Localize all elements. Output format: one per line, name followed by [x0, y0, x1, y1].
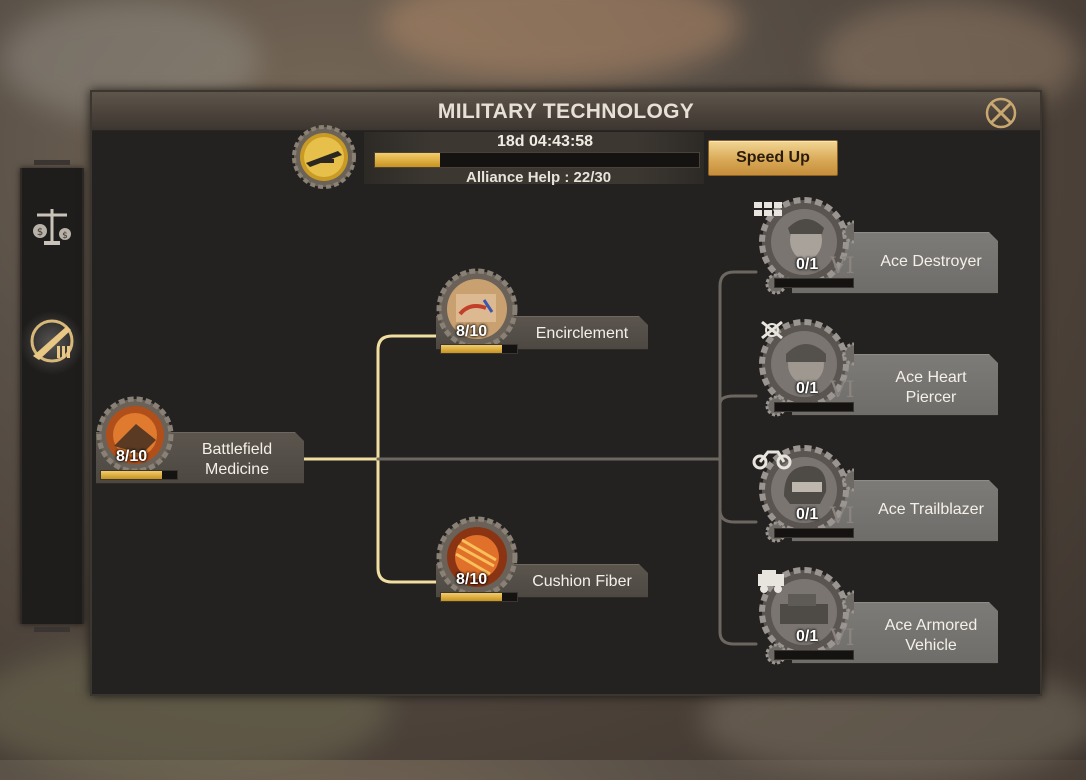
title-bar: MILITARY TECHNOLOGY [92, 92, 1040, 131]
node-progress-bar [440, 592, 518, 602]
sidebar-item-economy[interactable]: $ $ [22, 194, 82, 264]
connector-ace-destroyer [718, 270, 758, 461]
tier-label: VI [830, 626, 855, 651]
node-progress-bar [774, 528, 854, 538]
cushion-fiber-icon [436, 516, 518, 598]
svg-text:$: $ [37, 227, 43, 238]
sidebar-item-military[interactable] [22, 308, 82, 378]
motorcycle-icon [752, 446, 792, 475]
connector-ace-trailblazer [718, 457, 758, 524]
node-count: 8/10 [456, 323, 488, 340]
node-name: Encirclement [535, 325, 629, 342]
node-progress-bar [774, 278, 854, 288]
node-progress-bar [774, 402, 854, 412]
crossed-arrows-icon [758, 318, 786, 347]
node-count: 0/1 [796, 380, 819, 397]
tier-label: VI [830, 254, 855, 279]
node-count: 8/10 [456, 571, 488, 588]
node-name: Cushion Fiber [532, 573, 632, 590]
alliance-help-text: Alliance Help : 22/30 [466, 169, 612, 186]
connector-encirclement [376, 334, 440, 461]
ace-heart-piercer-icon [759, 319, 854, 417]
svg-text:$: $ [62, 231, 68, 241]
rifle-icon [27, 316, 77, 371]
scales-icon: $ $ [29, 205, 75, 254]
ace-destroyer-icon [759, 197, 854, 295]
node-progress-bar [100, 470, 178, 480]
close-button[interactable] [984, 96, 1018, 130]
connector-cushion-fiber [376, 457, 440, 584]
military-technology-panel: MILITARY TECHNOLOGY 18d 04:43:58 Allianc… [90, 90, 1042, 696]
tech-node-encirclement[interactable]: 8/10 Encirclement [436, 268, 650, 360]
node-name: Ace Trailblazer [878, 501, 984, 518]
connector-ace-armored-vehicle [718, 508, 758, 646]
node-count: 0/1 [796, 628, 819, 645]
current-research-icon [292, 125, 356, 189]
page-title: MILITARY TECHNOLOGY [437, 100, 695, 123]
node-count: 8/10 [116, 448, 148, 465]
truck-icon [756, 568, 790, 599]
tier-label: VI [830, 504, 855, 529]
tech-node-cushion-fiber[interactable]: 8/10 Cushion Fiber [436, 516, 650, 608]
connector-ace-heart-piercer [718, 394, 758, 406]
speed-up-button[interactable]: Speed Up [708, 140, 838, 176]
grid-icon [752, 196, 786, 225]
tech-node-ace-trailblazer[interactable]: 0/1 VI Ace Trailblazer [752, 444, 1000, 548]
tech-tree-connectors [302, 270, 758, 646]
node-progress-bar [440, 344, 518, 354]
battlefield-medicine-icon [96, 396, 174, 474]
research-progress-bar [374, 152, 700, 168]
left-sidebar: $ $ [20, 160, 84, 632]
node-count: 0/1 [796, 506, 819, 523]
node-progress-bar [774, 650, 854, 660]
node-count: 0/1 [796, 256, 819, 273]
tier-label: VI [830, 378, 855, 403]
tech-node-ace-destroyer[interactable]: 0/1 VI Ace Destroyer [752, 196, 1000, 300]
close-icon [984, 97, 1018, 134]
research-timer: 18d 04:43:58 [497, 133, 594, 150]
node-name: Ace Destroyer [880, 253, 982, 270]
